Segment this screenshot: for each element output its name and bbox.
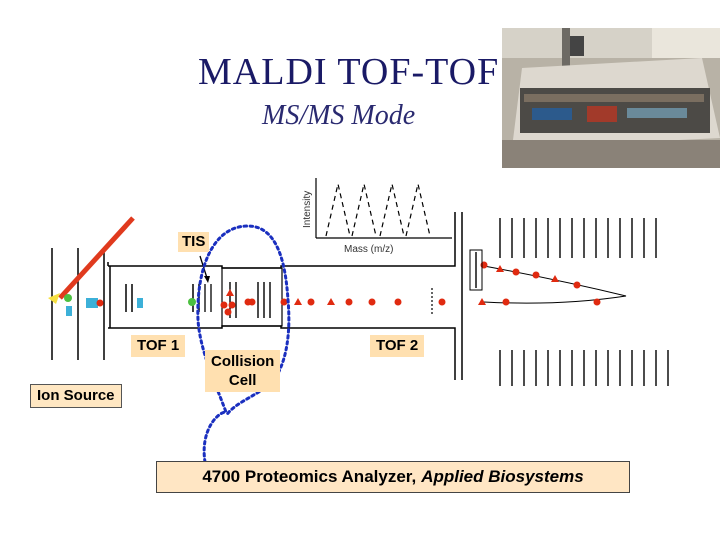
inset-spectrum: Intensity Mass (m/z): [302, 178, 452, 255]
spectrum-x-label: Mass (m/z): [344, 244, 393, 255]
tis-label: TIS: [178, 232, 210, 252]
tis-gate: [204, 284, 212, 312]
collision-cell-label: Collision Cell: [205, 350, 281, 392]
spectrum-y-label: Intensity: [302, 191, 313, 228]
instrument-photo: [502, 28, 720, 168]
laser-spot: [48, 293, 60, 304]
caption-model: 4700 Proteomics Analyzer,: [202, 467, 417, 486]
laser-beam: [58, 216, 135, 300]
slide-subtitle: MS/MS Mode: [262, 100, 416, 131]
collision-cell-box: [221, 267, 283, 327]
reflectron-entrance: [469, 249, 483, 291]
slide-title: MALDI TOF-TOF: [198, 51, 500, 93]
collision-cell-label-line2: Cell: [228, 372, 257, 389]
dotted-highlight-loop: [196, 224, 291, 464]
caption-company: Applied Biosystems: [421, 467, 584, 486]
tof1-label: TOF 1: [131, 335, 186, 357]
reflectron-grids-top: [475, 218, 657, 288]
ion-source-label: Ion Source: [30, 384, 122, 408]
fragment-ions: [220, 289, 446, 316]
reflectron-grids-bottom: [499, 350, 669, 386]
reflectron: [478, 261, 627, 306]
tof2-label: TOF 2: [370, 335, 425, 357]
instrument-caption: 4700 Proteomics Analyzer, Applied Biosys…: [156, 461, 630, 493]
source-ions: [64, 294, 196, 316]
collision-cell-label-line1: Collision: [211, 353, 275, 370]
